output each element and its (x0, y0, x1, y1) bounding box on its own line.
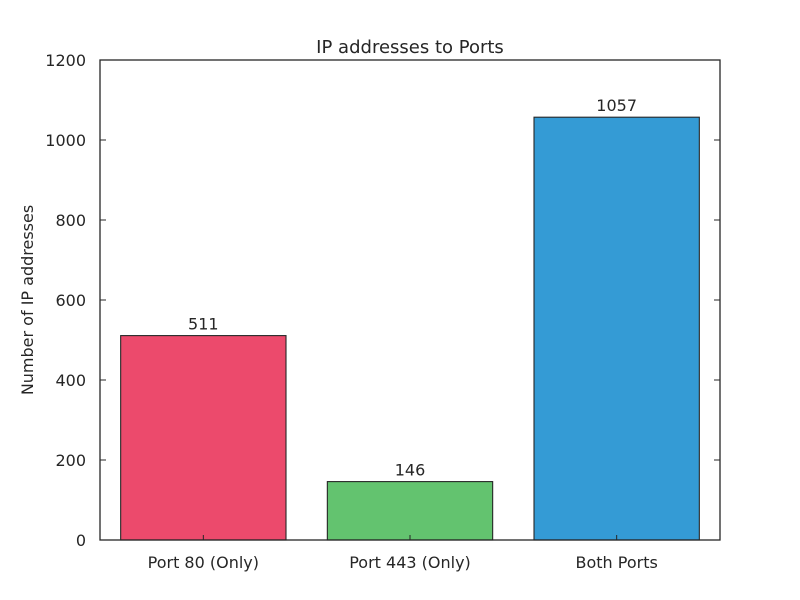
bar-2 (326, 481, 494, 541)
y-tick-label-1: 200 (55, 451, 86, 470)
x-tick-label-1: Port 80 (Only) (148, 553, 259, 572)
y-tick-label-2: 400 (55, 371, 86, 390)
bar-1 (120, 335, 287, 541)
bar-3 (533, 116, 700, 541)
bars-group: 511 146 1057 (120, 96, 700, 541)
plot-frame (99, 59, 721, 541)
y-tick-label-3: 600 (55, 291, 86, 310)
y-tick-label-4: 800 (55, 211, 86, 230)
x-ticks-group: Port 80 (Only) Port 443 (Only) Both Ports (148, 535, 658, 572)
bar-value-label-3: 1057 (596, 96, 637, 115)
y-ticks-group: 0 200 400 600 800 1000 1200 (45, 51, 720, 550)
x-tick-label-3: Both Ports (576, 553, 658, 572)
bar-value-label-2: 146 (395, 461, 426, 480)
chart-title: IP addresses to Ports (316, 37, 504, 58)
y-tick-label-6: 1200 (45, 51, 86, 70)
y-tick-label-5: 1000 (45, 131, 86, 150)
x-tick-label-2: Port 443 (Only) (349, 553, 471, 572)
y-tick-label-0: 0 (76, 531, 86, 550)
bar-value-label-1: 511 (188, 315, 219, 334)
y-axis-label: Number of IP addresses (18, 205, 37, 395)
